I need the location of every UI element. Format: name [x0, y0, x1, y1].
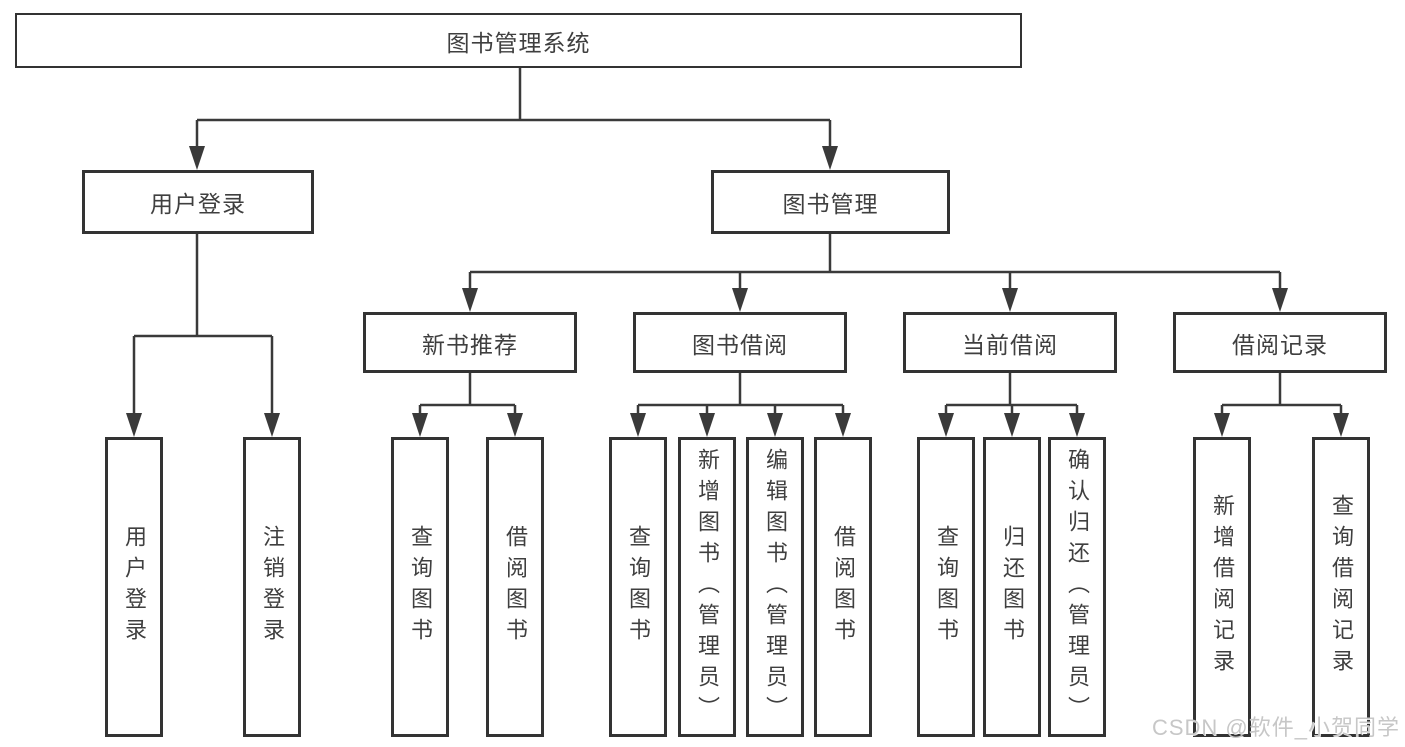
leaf-borrow-books-2-label: 借阅图书 — [831, 525, 856, 649]
leaf-confirm-return-admin: 确认归还（管理员） — [1048, 437, 1106, 737]
leaf-logout: 注销登录 — [243, 437, 301, 737]
edge-root-to-level2 — [189, 68, 838, 170]
leaf-query-books-current: 查询图书 — [917, 437, 975, 737]
leaf-add-borrow-record: 新增借阅记录 — [1193, 437, 1251, 737]
leaf-edit-book-admin: 编辑图书（管理员） — [746, 437, 804, 737]
leaf-return-books-label: 归还图书 — [1000, 525, 1025, 649]
edge-borrow-records-to-leaves — [1214, 373, 1349, 437]
edge-new-book-recommend-to-leaves — [412, 373, 523, 437]
leaf-return-books: 归还图书 — [983, 437, 1041, 737]
edge-current-borrow-to-leaves — [938, 373, 1085, 437]
edge-book-borrow-to-leaves — [630, 373, 851, 437]
node-user-login-label: 用户登录 — [150, 191, 246, 217]
node-new-book-recommend: 新书推荐 — [363, 312, 577, 373]
node-book-borrow-label: 图书借阅 — [692, 331, 788, 358]
node-borrow-records: 借阅记录 — [1173, 312, 1387, 373]
node-current-borrow-label: 当前借阅 — [962, 331, 1058, 358]
node-user-login: 用户登录 — [82, 170, 314, 234]
leaf-borrow-books-recommend: 借阅图书 — [486, 437, 544, 737]
node-book-management-label: 图书管理 — [782, 191, 879, 217]
leaf-user-login-label: 用户登录 — [122, 525, 147, 649]
leaf-query-borrow-record-label: 查询借阅记录 — [1329, 494, 1354, 680]
leaf-edit-book-admin-label: 编辑图书（管理员） — [763, 447, 788, 727]
node-library-system: 图书管理系统 — [15, 13, 1022, 68]
csdn-watermark: CSDN @软件_小贺同学 — [1151, 715, 1400, 740]
leaf-add-book-admin: 新增图书（管理员） — [678, 437, 736, 737]
leaf-query-books-recommend: 查询图书 — [391, 437, 449, 737]
leaf-logout-label: 注销登录 — [260, 525, 285, 649]
leaf-confirm-return-admin-label: 确认归还（管理员） — [1065, 447, 1090, 727]
node-new-book-recommend-label: 新书推荐 — [422, 331, 518, 358]
leaf-query-books-borrow-label: 查询图书 — [626, 525, 651, 649]
edge-user-login-to-leaves — [126, 234, 280, 437]
leaf-add-book-admin-label: 新增图书（管理员） — [695, 447, 720, 727]
node-borrow-records-label: 借阅记录 — [1232, 331, 1328, 358]
node-book-management: 图书管理 — [711, 170, 950, 234]
leaf-add-borrow-record-label: 新增借阅记录 — [1210, 494, 1235, 680]
leaf-query-books-borrow: 查询图书 — [609, 437, 667, 737]
node-book-borrow: 图书借阅 — [633, 312, 847, 373]
edge-book-management-to-level3 — [462, 234, 1288, 312]
leaf-user-login: 用户登录 — [105, 437, 163, 737]
leaf-query-borrow-record: 查询借阅记录 — [1312, 437, 1370, 737]
leaf-query-books-current-label: 查询图书 — [934, 525, 959, 649]
leaf-borrow-books-recommend-label: 借阅图书 — [503, 525, 528, 649]
leaf-query-books-recommend-label: 查询图书 — [408, 525, 433, 649]
node-library-system-label: 图书管理系统 — [446, 29, 591, 56]
leaf-borrow-books-2: 借阅图书 — [814, 437, 872, 737]
node-current-borrow: 当前借阅 — [903, 312, 1117, 373]
